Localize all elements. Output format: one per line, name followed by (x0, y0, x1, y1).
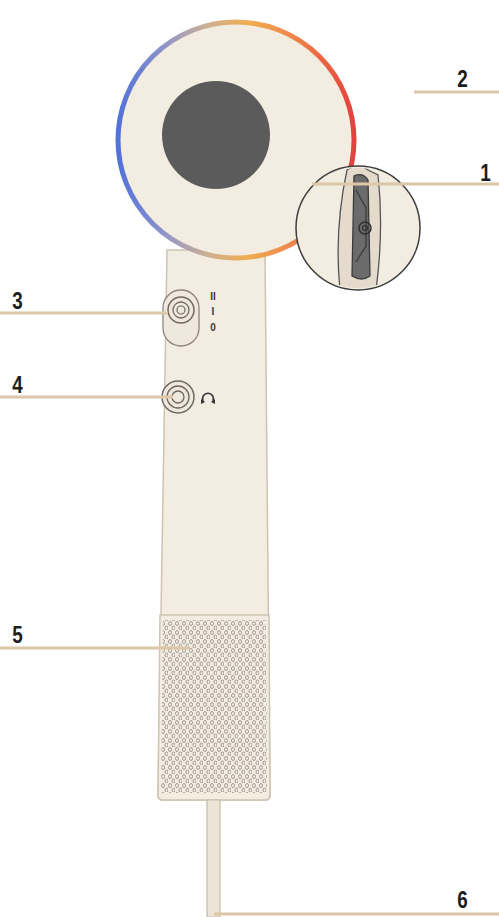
filter-grille (158, 615, 270, 800)
power-cord (207, 800, 220, 917)
air-outlet (162, 81, 270, 189)
mode-icon-head (201, 399, 205, 404)
leader-line (214, 913, 499, 916)
switch-knob-core (177, 306, 185, 314)
leader-line (0, 647, 190, 650)
mode-button-core (172, 391, 184, 403)
inset-slider (352, 175, 370, 279)
mode-icon (202, 393, 213, 401)
callout-number: 3 (12, 290, 22, 313)
callout-number: 2 (457, 68, 467, 91)
callout-number: 5 (12, 624, 22, 647)
leader-lines (0, 92, 499, 914)
speed-switch (163, 290, 199, 346)
callout-number: 6 (457, 889, 467, 912)
handle (158, 250, 270, 800)
leader-line (312, 183, 499, 186)
inset-slider-knob-core (363, 226, 368, 231)
speed-mark: II (210, 292, 216, 302)
grille-holes (161, 620, 267, 793)
leader-line (0, 396, 173, 399)
speed-mark: 0 (210, 323, 216, 333)
leader-line (0, 312, 168, 315)
callout-number: 1 (480, 162, 490, 185)
leader-line (414, 91, 499, 94)
switch-knob (168, 297, 194, 323)
switch-knob-inner (173, 302, 189, 318)
mode-icon-head (211, 399, 215, 404)
speed-mark: I (212, 307, 215, 317)
callout-number: 4 (12, 374, 22, 397)
inset-slider-knob (359, 222, 371, 234)
